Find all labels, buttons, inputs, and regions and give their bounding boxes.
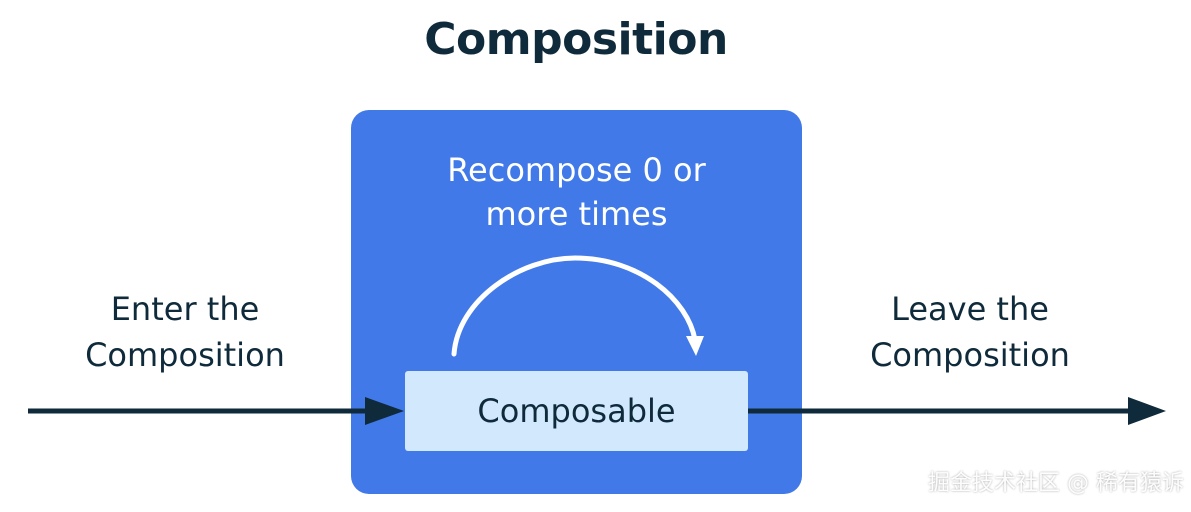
leave-arrow-head (1128, 397, 1166, 425)
recompose-arc (451, 255, 698, 357)
enter-arrow-head (365, 397, 404, 425)
recompose-label-line2: more times (485, 195, 668, 233)
diagram-title: Composition (424, 14, 728, 65)
leave-label-line1: Leave the (891, 290, 1049, 328)
leave-composition-label: Leave the Composition (840, 286, 1100, 378)
recompose-label-line1: Recompose 0 or (447, 151, 706, 189)
recompose-arrow-head (686, 336, 704, 356)
enter-label-line2: Composition (85, 336, 285, 374)
leave-label-line2: Composition (870, 336, 1070, 374)
composable-box: Composable (405, 371, 748, 451)
watermark: 掘金技术社区 @ 稀有猿诉 (928, 471, 1184, 496)
recompose-label: Recompose 0 or more times (351, 148, 802, 236)
composable-label: Composable (477, 392, 676, 430)
enter-label-line1: Enter the (110, 290, 260, 328)
enter-composition-label: Enter the Composition (55, 286, 315, 378)
